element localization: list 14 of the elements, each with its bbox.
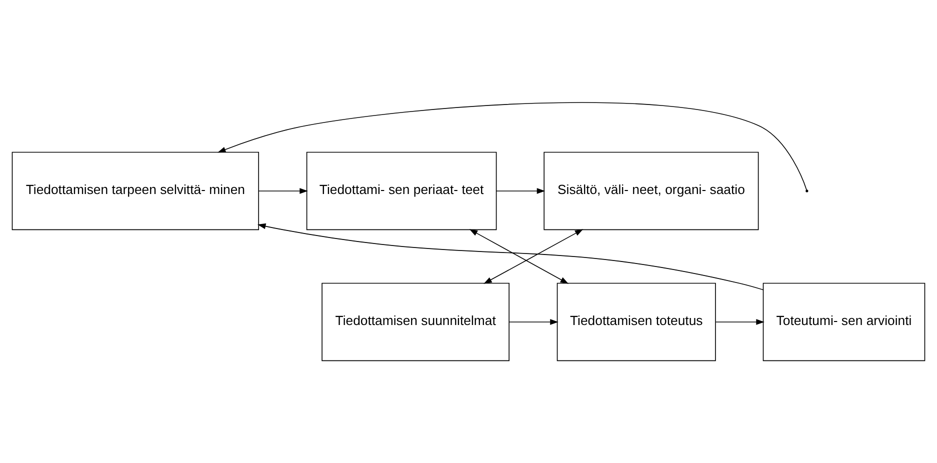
- arrow: [217, 102, 808, 190]
- node-box: Sisältö, väli- neet, organi- saatio: [544, 152, 759, 230]
- arrow: [508, 319, 558, 325]
- node-box: Tiedottami- sen periaat- teet: [306, 152, 497, 230]
- arrow: [715, 319, 764, 325]
- arrow: [257, 223, 764, 290]
- arrow: [496, 188, 546, 194]
- arrow: [469, 229, 569, 284]
- arrow: [258, 188, 308, 194]
- node-box: Tiedottamisen toteutus: [556, 282, 716, 362]
- arrow: [484, 229, 584, 284]
- node-box: Tiedottamisen suunnitelmat: [322, 282, 510, 362]
- node-box: Toteutumi- sen arviointi: [762, 282, 926, 362]
- node-box: Tiedottamisen tarpeen selvittä- minen: [12, 152, 260, 230]
